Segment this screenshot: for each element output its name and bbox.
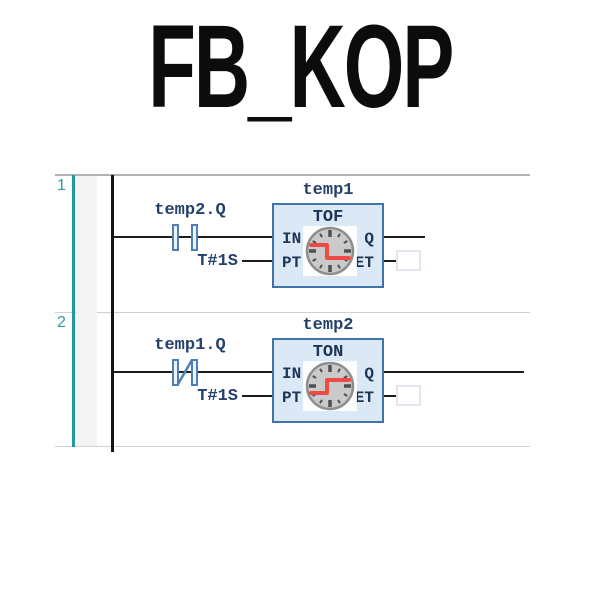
network-area-bottom-border bbox=[55, 446, 530, 447]
clock-rising-edge-icon bbox=[303, 361, 357, 411]
normally-closed-slash-icon bbox=[176, 359, 194, 385]
timer-function-block-ton[interactable]: TON IN PT Q ET bbox=[272, 338, 384, 423]
wire-segment bbox=[242, 260, 272, 262]
network-number[interactable]: 1 bbox=[57, 177, 66, 194]
margin-gutter bbox=[76, 176, 97, 446]
pt-operand-value[interactable]: T#1S bbox=[197, 387, 238, 406]
et-output-placeholder[interactable] bbox=[396, 385, 421, 406]
pin-in[interactable]: IN bbox=[282, 365, 302, 383]
block-type-label: TON bbox=[312, 343, 344, 362]
wire-segment bbox=[113, 371, 172, 373]
wire-segment bbox=[113, 236, 172, 238]
wire-segment-q-output bbox=[384, 236, 425, 238]
selection-rail[interactable] bbox=[72, 175, 75, 447]
wire-segment-q-output bbox=[384, 371, 524, 373]
block-type-label: TOF bbox=[312, 208, 344, 227]
contact-operand-label[interactable]: temp1.Q bbox=[154, 336, 226, 355]
left-power-rail bbox=[111, 175, 114, 452]
network-separator bbox=[55, 312, 530, 313]
network-1: 1 temp2.Q T#1S temp1 TOF IN PT Q ET bbox=[55, 174, 535, 312]
clock-falling-edge-icon bbox=[303, 226, 357, 276]
wire-segment bbox=[384, 260, 396, 262]
et-output-placeholder[interactable] bbox=[396, 250, 421, 271]
contact-bar-right bbox=[191, 359, 198, 386]
wire-segment bbox=[384, 395, 396, 397]
wire-segment bbox=[242, 395, 272, 397]
wire-segment bbox=[198, 236, 272, 238]
timer-function-block-tof[interactable]: TOF IN PT Q ET bbox=[272, 203, 384, 288]
network-2: 2 temp1.Q T#1S temp2 TON IN PT Q ET bbox=[55, 312, 535, 446]
pin-in[interactable]: IN bbox=[282, 230, 302, 248]
contact-operand-label[interactable]: temp2.Q bbox=[154, 201, 226, 220]
contact-bar-left bbox=[172, 359, 179, 386]
pin-et[interactable]: ET bbox=[354, 389, 374, 407]
network-number[interactable]: 2 bbox=[57, 314, 66, 331]
wire-segment bbox=[179, 236, 191, 238]
page-title-text: FB_KOP bbox=[147, 1, 454, 133]
pin-pt[interactable]: PT bbox=[282, 389, 302, 407]
timer-instance-name[interactable]: temp2 bbox=[302, 316, 354, 335]
page-title: FB_KOP bbox=[0, 1, 600, 133]
pin-et[interactable]: ET bbox=[354, 254, 374, 272]
timer-instance-name[interactable]: temp1 bbox=[302, 181, 354, 200]
pt-operand-value[interactable]: T#1S bbox=[197, 252, 238, 271]
contact-bar-left bbox=[172, 224, 179, 251]
pin-pt[interactable]: PT bbox=[282, 254, 302, 272]
contact-bar-right bbox=[191, 224, 198, 251]
pin-q[interactable]: Q bbox=[364, 230, 374, 248]
pin-q[interactable]: Q bbox=[364, 365, 374, 383]
wire-segment bbox=[198, 371, 272, 373]
network-area-top-border bbox=[55, 174, 530, 176]
